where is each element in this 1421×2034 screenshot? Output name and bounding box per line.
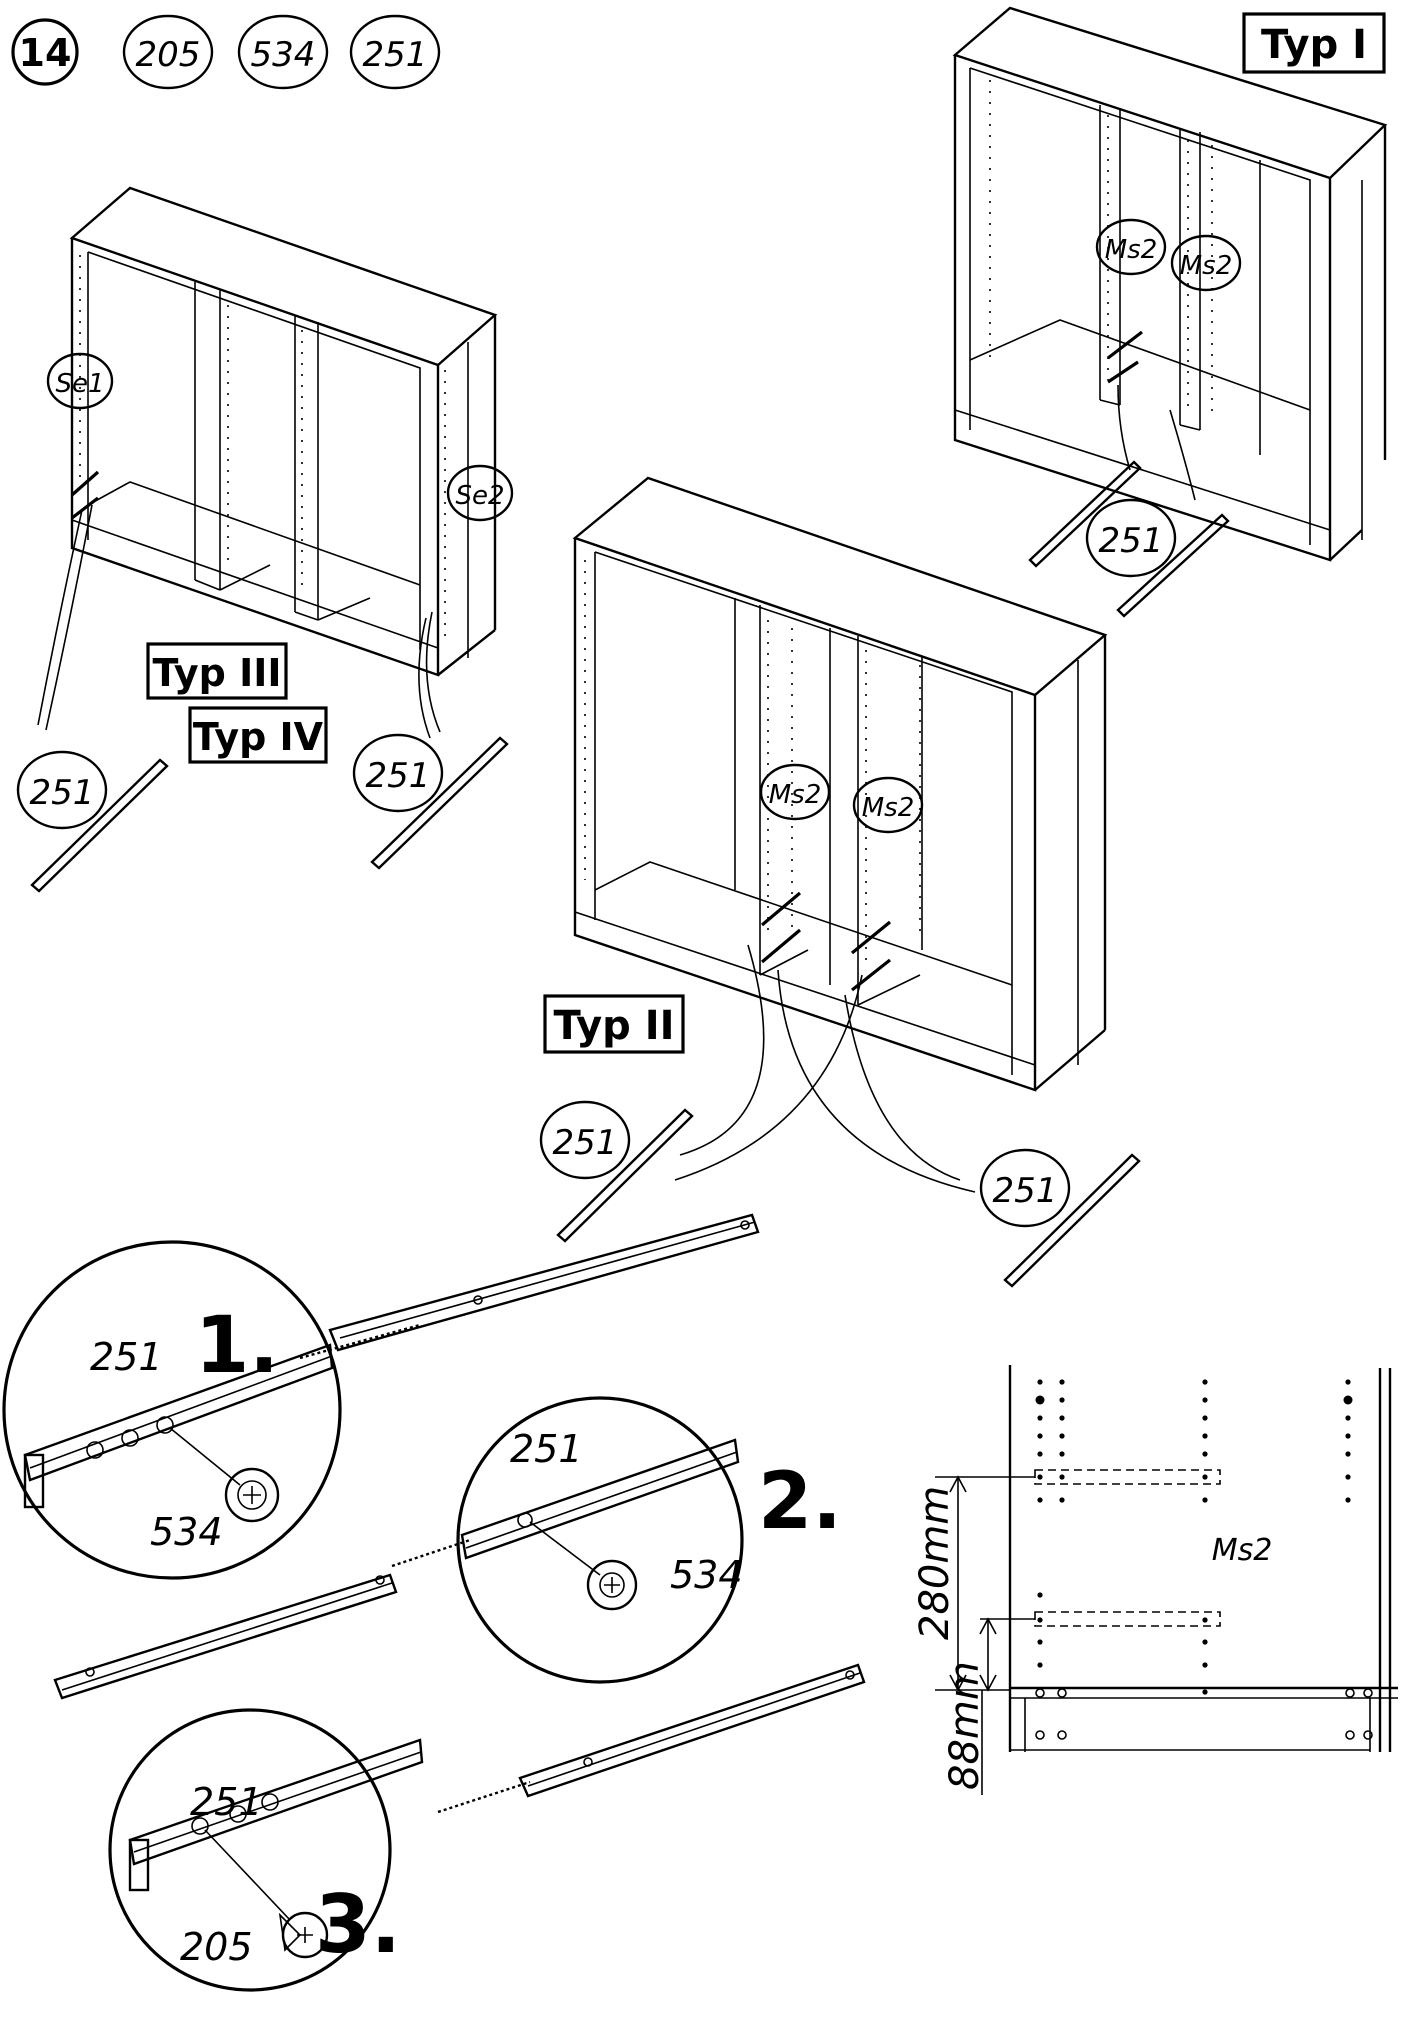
panel-label-ms2: Ms2	[1180, 251, 1233, 281]
drawer-rail-2	[53, 1538, 471, 1700]
part-label-rail: 251	[1099, 521, 1164, 561]
detail-1-part-rail: 251	[90, 1335, 163, 1379]
step-number: 14	[19, 31, 72, 75]
panel-label-circle	[46, 352, 114, 410]
detail-3-part-screw: 205	[180, 1925, 253, 1969]
type-label-typ-3: Typ III	[152, 651, 281, 695]
detail-2-part-rail: 251	[510, 1427, 583, 1471]
part-label-circle	[1085, 498, 1177, 578]
part-label-rail: 251	[366, 756, 431, 796]
ms2-measurement-detail	[935, 1365, 1398, 1795]
part-label-rail: 251	[993, 1171, 1058, 1211]
type-label-typ-2: Typ II	[554, 1003, 675, 1049]
detail-2-part-dowel: 534	[670, 1553, 743, 1597]
dimension-280mm: 280mm	[912, 1486, 958, 1640]
type-label-typ-1: Typ I	[1261, 22, 1367, 68]
part-badge: 205	[136, 35, 201, 75]
panel-label-circle	[759, 763, 831, 821]
step-header: 14 205 534 251	[11, 14, 441, 90]
part-label-circle	[979, 1148, 1071, 1228]
part-label-circle	[352, 733, 444, 813]
step-number-circle	[11, 18, 79, 86]
drawer-rail-3	[437, 1663, 866, 1814]
part-label-circle	[16, 750, 108, 830]
panel-label-se2: Se2	[455, 481, 504, 511]
panel-label-se1: Se1	[55, 369, 104, 399]
part-badge: 251	[363, 35, 428, 75]
panel-label-circle	[446, 464, 514, 522]
detail-1-part-dowel: 534	[150, 1510, 223, 1554]
detail-circle-1	[2, 1240, 342, 1580]
substep-3-label: 3.	[315, 1878, 401, 1971]
substep-1-label: 1.	[195, 1301, 279, 1391]
detail-circle-3	[108, 1708, 424, 1992]
part-label-circle	[539, 1100, 631, 1180]
substep-2-label: 2.	[758, 1457, 842, 1547]
part-label-rail: 251	[30, 773, 95, 813]
detail-3-part-rail: 251	[190, 1780, 263, 1824]
type-label-frame	[543, 994, 685, 1054]
type-label-frame	[1242, 12, 1386, 74]
part-badge-circle	[237, 14, 329, 90]
dimension-88mm: 88mm	[942, 1661, 988, 1790]
panel-label-ms2: Ms2	[769, 780, 822, 810]
cabinet-typ-3-4	[30, 186, 509, 893]
type-label-typ-4: Typ IV	[193, 715, 324, 759]
part-badge-circle	[349, 14, 441, 90]
cabinet-typ-1	[952, 6, 1388, 618]
cabinet-typ-2	[556, 476, 1141, 1288]
panel-label-circle	[1170, 234, 1242, 292]
part-badge-circle	[122, 14, 214, 90]
type-label-frame	[146, 642, 288, 700]
drawer-rail-1	[299, 1213, 760, 1360]
panel-label-circle	[1095, 218, 1167, 276]
panel-label-circle	[852, 776, 924, 834]
panel-label-ms2: Ms2	[1105, 235, 1158, 265]
type-label-frame	[188, 706, 328, 764]
panel-label-ms2: Ms2	[862, 793, 915, 823]
ms2-panel-label: Ms2	[1212, 1533, 1273, 1568]
part-badge: 534	[251, 35, 316, 75]
detail-circle-2	[456, 1396, 744, 1684]
part-label-rail: 251	[553, 1123, 618, 1163]
